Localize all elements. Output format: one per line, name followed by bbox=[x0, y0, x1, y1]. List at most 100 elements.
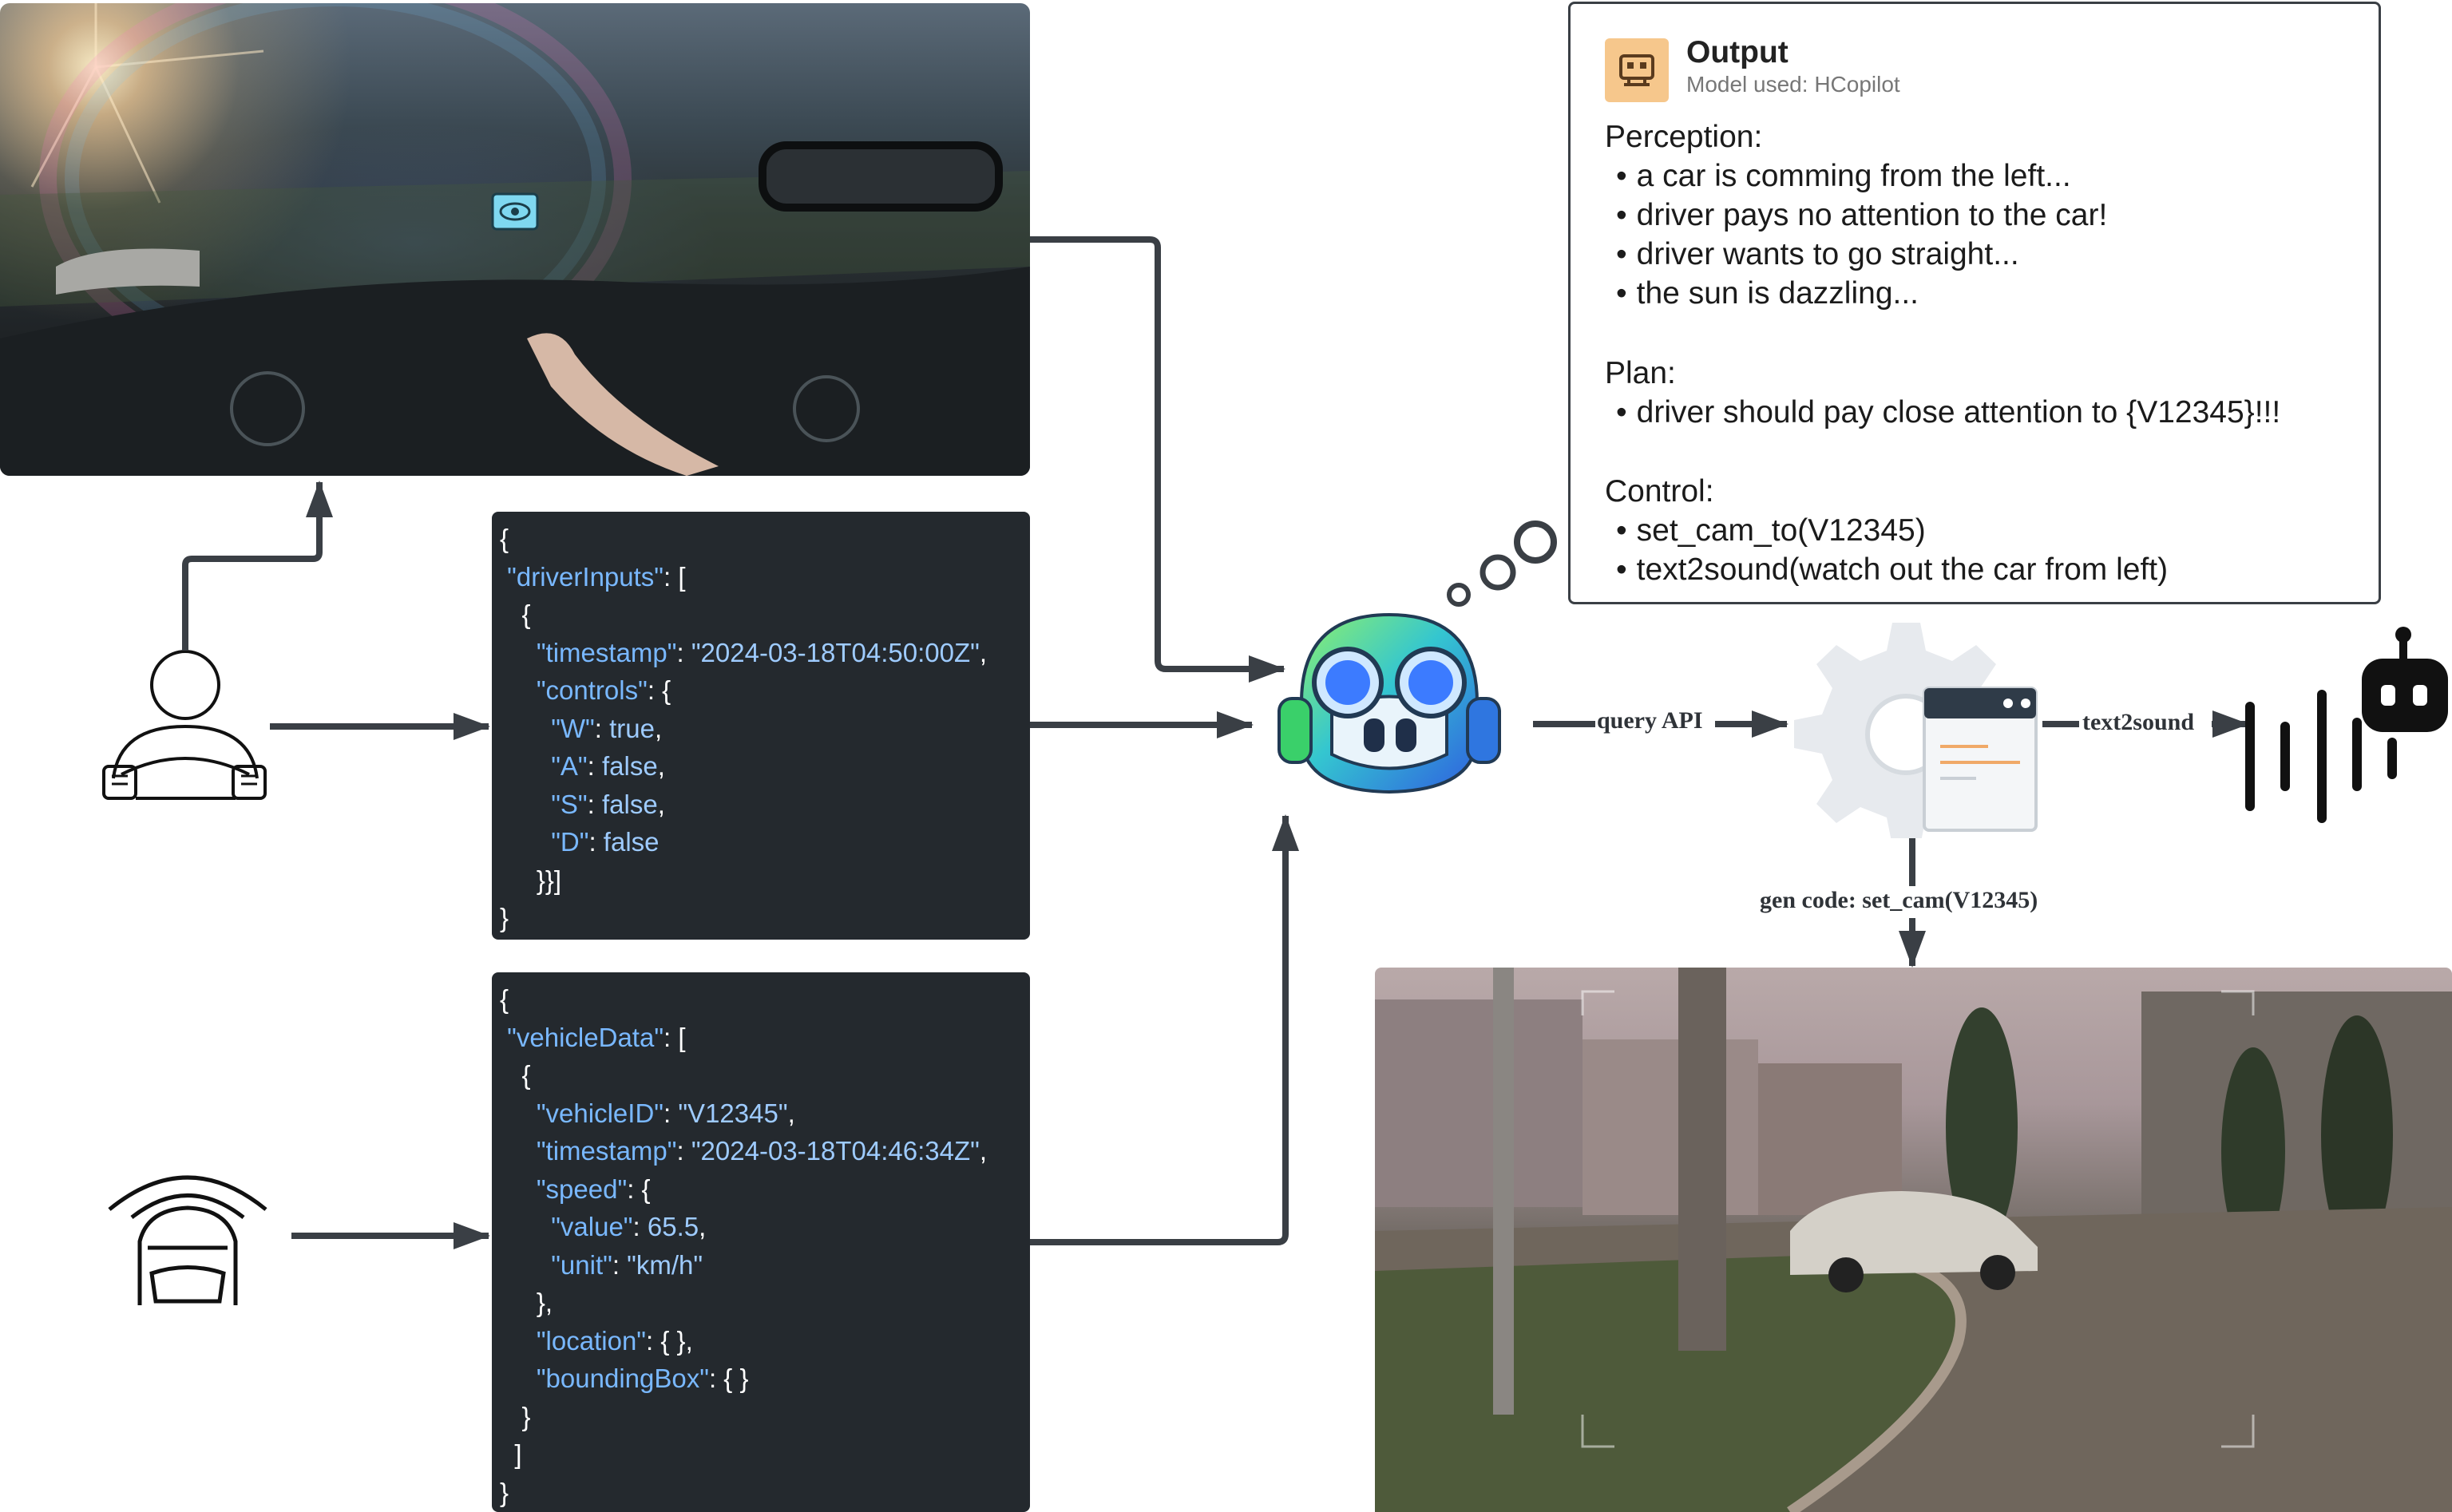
code-token: { bbox=[500, 984, 509, 1014]
code-line: "location": { }, bbox=[500, 1322, 1030, 1360]
code-token: false bbox=[601, 751, 658, 781]
code-token: false bbox=[603, 827, 660, 857]
code-line: "speed": { bbox=[500, 1170, 1030, 1209]
code-token: : bbox=[588, 827, 604, 857]
code-line: "driverInputs": [ bbox=[500, 558, 1030, 596]
code-line: "vehicleData": [ bbox=[500, 1019, 1030, 1057]
code-token: "speed" bbox=[536, 1174, 628, 1204]
code-line: { bbox=[500, 596, 1030, 634]
code-line: "D": false bbox=[500, 823, 1030, 861]
code-line: }, bbox=[500, 1284, 1030, 1322]
code-line: { bbox=[500, 980, 1030, 1019]
code-line: "timestamp": "2024-03-18T04:50:00Z", bbox=[500, 634, 1030, 672]
driver-inputs-json: { "driverInputs": [ { "timestamp": "2024… bbox=[492, 512, 1030, 940]
code-token: : bbox=[676, 1136, 691, 1166]
code-token: } bbox=[500, 1401, 531, 1431]
code-token: , bbox=[657, 751, 665, 781]
code-token: "D" bbox=[551, 827, 589, 857]
code-token: "vehicleID" bbox=[536, 1098, 664, 1128]
vehicle-sensor-icon bbox=[108, 1175, 267, 1305]
driver-icon bbox=[102, 650, 267, 800]
code-line: "value": 65.5, bbox=[500, 1208, 1030, 1246]
code-token: }, bbox=[500, 1288, 553, 1317]
api-gear-icon bbox=[1794, 623, 2038, 838]
code-token: , bbox=[699, 1212, 707, 1241]
code-token: { bbox=[500, 1060, 531, 1090]
code-token: "km/h" bbox=[627, 1249, 703, 1280]
code-token: , bbox=[979, 1136, 988, 1166]
code-line: }}] bbox=[500, 861, 1030, 900]
code-token: "2024-03-18T04:46:34Z" bbox=[691, 1136, 980, 1166]
code-token: { bbox=[500, 524, 509, 553]
code-token: : bbox=[612, 1249, 628, 1280]
code-line: } bbox=[500, 899, 1030, 937]
code-token: } bbox=[500, 1477, 509, 1507]
code-token: , bbox=[787, 1098, 795, 1128]
code-token: : bbox=[587, 789, 602, 819]
code-token: "A" bbox=[551, 751, 588, 781]
code-line: ] bbox=[500, 1435, 1030, 1474]
code-token: : { bbox=[627, 1174, 651, 1204]
code-line: { bbox=[500, 520, 1030, 558]
code-line: "controls": { bbox=[500, 671, 1030, 710]
code-token: , bbox=[654, 713, 663, 743]
code-token: : bbox=[594, 713, 610, 743]
code-token: "controls" bbox=[536, 675, 648, 705]
code-token: , bbox=[979, 637, 988, 667]
robot-voice-icon bbox=[2245, 627, 2448, 823]
code-token: : [ bbox=[664, 1022, 686, 1052]
code-token: "driverInputs" bbox=[507, 561, 664, 592]
code-token: : { }, bbox=[646, 1325, 693, 1356]
code-line: "vehicleID": "V12345", bbox=[500, 1094, 1030, 1133]
code-token: : bbox=[632, 1212, 648, 1241]
copilot-mascot-icon bbox=[1277, 612, 1501, 794]
perception-item: a car is comming from the left... bbox=[1616, 159, 2071, 194]
code-token: "unit" bbox=[551, 1249, 612, 1280]
plan-item: driver should pay close attention to {V1… bbox=[1616, 395, 2281, 430]
code-line: "timestamp": "2024-03-18T04:46:34Z", bbox=[500, 1132, 1030, 1170]
code-line: "boundingBox": { } bbox=[500, 1360, 1030, 1398]
code-line: } bbox=[500, 1398, 1030, 1436]
output-title: Output bbox=[1686, 35, 1788, 69]
code-token: "vehicleData" bbox=[507, 1022, 664, 1052]
perception-item: driver wants to go straight... bbox=[1616, 237, 2019, 272]
code-line: "S": false, bbox=[500, 786, 1030, 824]
perception-item: driver pays no attention to the car! bbox=[1616, 198, 2108, 233]
code-token: : { bbox=[647, 675, 671, 705]
code-line: } bbox=[500, 1474, 1030, 1512]
code-token: true bbox=[609, 713, 655, 743]
code-token: }}] bbox=[500, 865, 562, 895]
code-line: "A": false, bbox=[500, 747, 1030, 786]
code-token: : bbox=[676, 637, 691, 667]
code-token: "timestamp" bbox=[536, 1136, 677, 1166]
output-robot-icon bbox=[1605, 38, 1669, 102]
code-token: "value" bbox=[551, 1212, 633, 1241]
code-token: } bbox=[500, 903, 509, 932]
code-token: "location" bbox=[536, 1325, 647, 1356]
code-token: 65.5 bbox=[647, 1212, 699, 1241]
driver-cabin-screenshot bbox=[0, 3, 1030, 476]
gen-code-label: gen code: set_cam(V12345) bbox=[1760, 887, 2038, 913]
query-api-label: query API bbox=[1597, 707, 1703, 734]
code-token: : bbox=[587, 751, 602, 781]
perception-heading: Perception: bbox=[1605, 120, 1763, 154]
code-line: { bbox=[500, 1056, 1030, 1094]
code-token: "timestamp" bbox=[536, 637, 677, 667]
perception-item: the sun is dazzling... bbox=[1616, 276, 1919, 311]
code-line: "W": true, bbox=[500, 710, 1030, 748]
code-token: "2024-03-18T04:50:00Z" bbox=[691, 637, 980, 667]
code-token: "S" bbox=[551, 789, 588, 819]
output-model-used: Model used: HCopilot bbox=[1686, 72, 1900, 97]
code-token: "boundingBox" bbox=[536, 1364, 709, 1393]
code-token: "W" bbox=[551, 713, 595, 743]
code-token: , bbox=[657, 789, 665, 819]
code-token: : [ bbox=[664, 561, 686, 592]
vehicle-data-json: { "vehicleData": [ { "vehicleID": "V1234… bbox=[492, 972, 1030, 1512]
street-camera-screenshot bbox=[1375, 968, 2452, 1512]
control-heading: Control: bbox=[1605, 474, 1714, 509]
code-token: ] bbox=[500, 1439, 522, 1469]
control-item: set_cam_to(V12345) bbox=[1616, 513, 1926, 548]
text2sound-label: text2sound bbox=[2082, 709, 2195, 735]
code-token: { bbox=[500, 600, 531, 629]
